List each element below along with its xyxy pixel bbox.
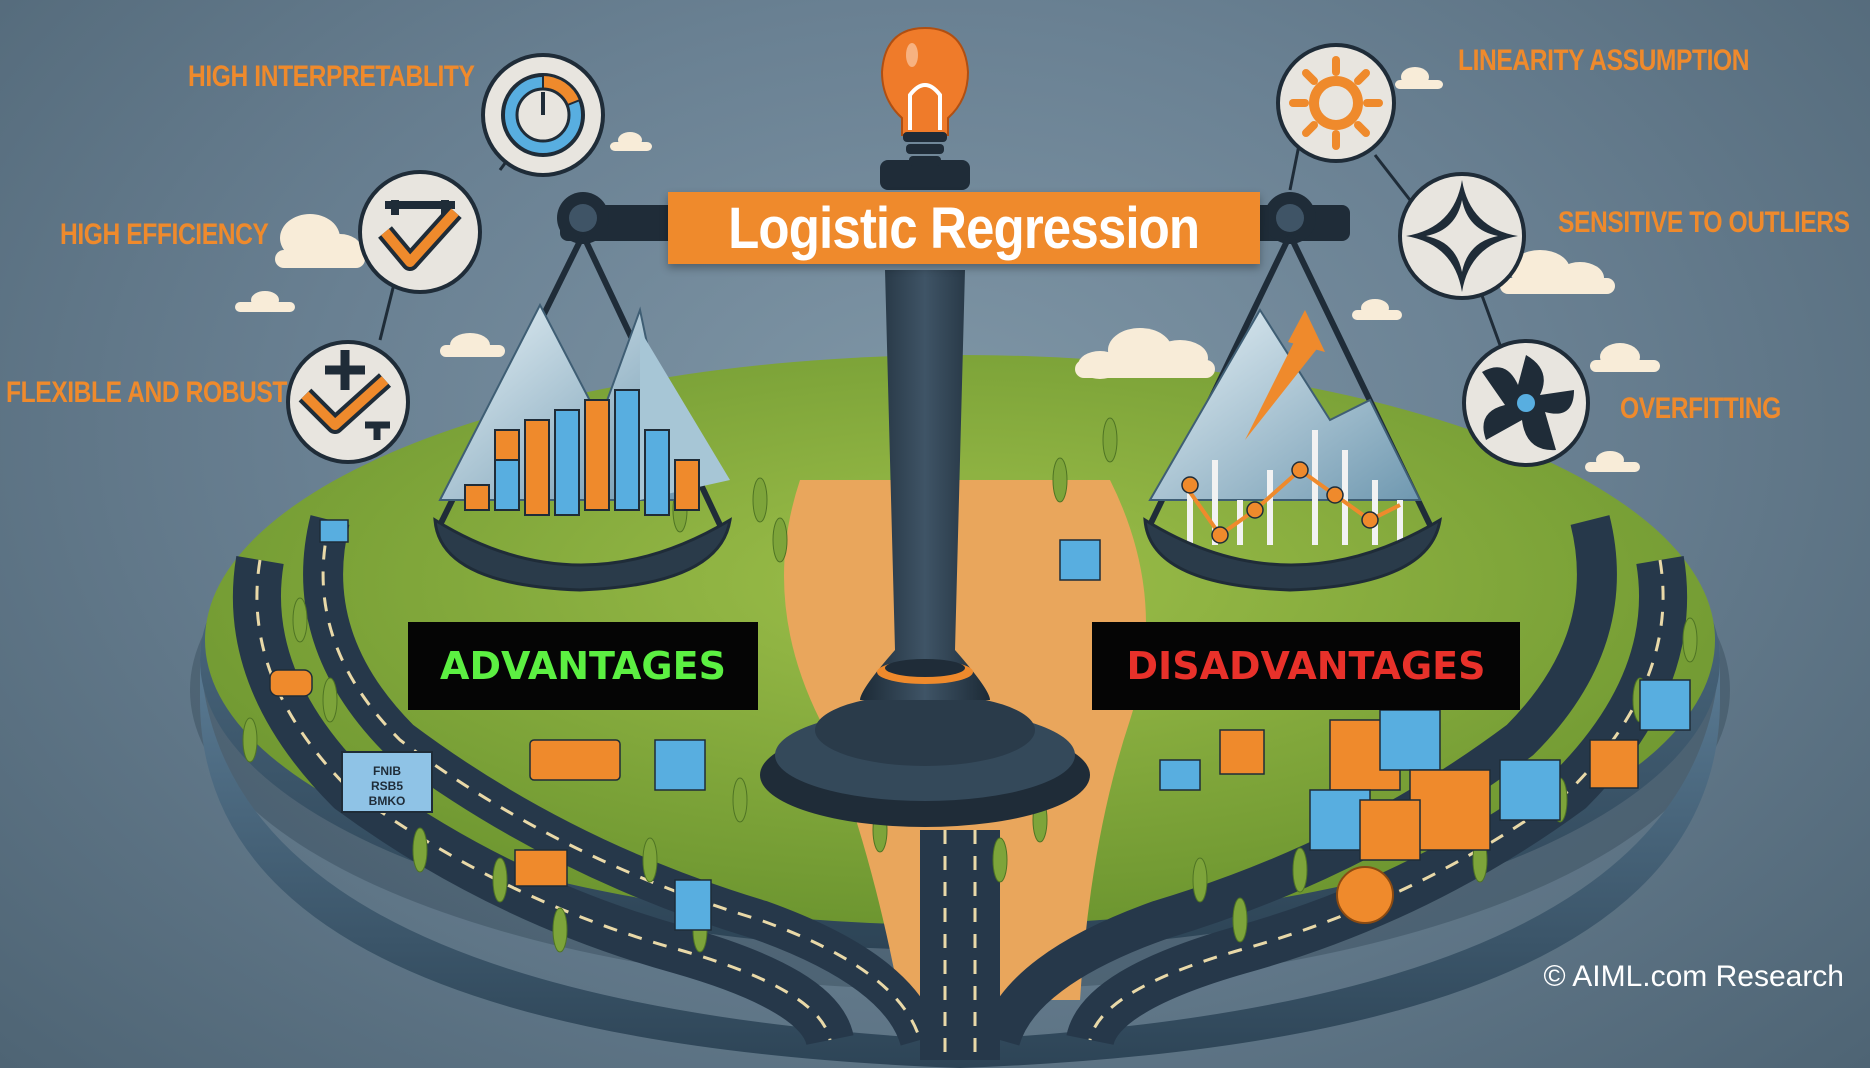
gauge-icon	[481, 53, 605, 177]
sun-gear-icon	[1276, 43, 1396, 163]
check-tools-icon	[358, 170, 482, 294]
svg-text:FNIB: FNIB	[373, 764, 401, 778]
clouds	[235, 67, 1660, 472]
left-pan	[433, 233, 732, 592]
disadvantage-label-linearity: LINEARITY ASSUMPTION	[1458, 44, 1750, 77]
scale-stand	[557, 160, 1350, 827]
disadvantage-label-outliers: SENSITIVE TO OUTLIERS	[1558, 206, 1850, 239]
page-title: Logistic Regression	[668, 192, 1260, 264]
advantage-label-efficiency: HIGH EFFICIENCY	[60, 218, 269, 251]
lightbulb-icon	[880, 26, 970, 166]
svg-text:RSB5: RSB5	[371, 779, 403, 793]
blocks-cluster	[1059, 539, 1691, 861]
star-shape-icon	[1398, 172, 1526, 300]
disadvantage-label-overfitting: OVERFITTING	[1620, 392, 1781, 425]
disadvantages-heading: DISADVANTAGES	[1092, 622, 1520, 710]
plus-check-icon	[286, 340, 410, 464]
advantages-heading: ADVANTAGES	[408, 622, 758, 710]
advantage-label-flexible: FLEXIBLE AND ROBUST	[6, 376, 288, 409]
copyright-credit: © AIML.com Research	[1543, 960, 1844, 993]
left-objects	[269, 519, 712, 931]
right-pan	[1143, 233, 1442, 592]
road-sign: FNIB RSB5 BMKO	[341, 751, 433, 813]
advantage-label-interpretability: HIGH INTERPRETABLITY	[188, 60, 475, 93]
gear-piece	[1336, 866, 1394, 924]
svg-text:BMKO: BMKO	[369, 794, 406, 808]
fan-icon	[1462, 339, 1590, 467]
